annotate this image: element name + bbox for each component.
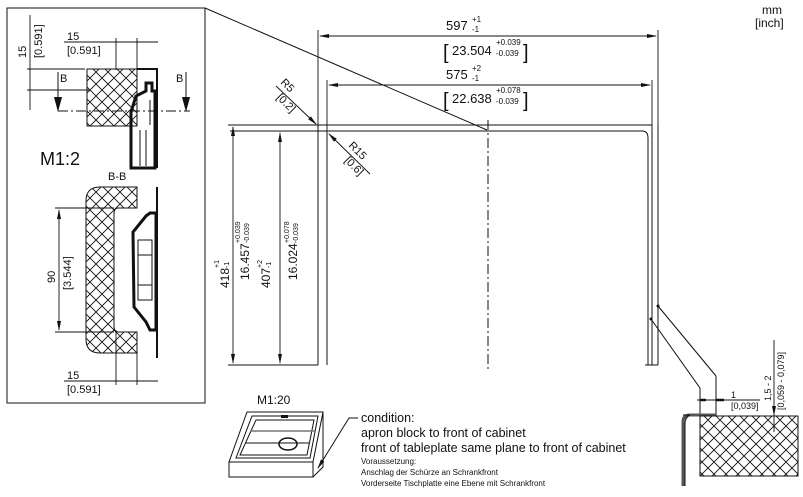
dim-section-height: 90 [3.544] — [46, 207, 114, 333]
dim-width-inner-inch: 22.638 — [452, 91, 492, 106]
dim-height-outer-tol-minus: -1 — [224, 262, 231, 268]
note-de-line-2: Vorderseite Tischplatte eine Ebene mit S… — [361, 479, 546, 488]
dim-height-inner-tol-minus: -1 — [266, 262, 273, 268]
dim-section-height-mm: 90 — [46, 271, 58, 283]
note-de-line-1: Anschlag der Schürze an Schrankfront — [361, 468, 499, 477]
dim-width-outer-inch: 23.504 — [452, 43, 492, 58]
dim-height-outer: 418 +1 -1 16.457 +0.039 -0.039 — [214, 124, 318, 366]
dim-radius-outer: R5 [0.2] — [274, 77, 317, 125]
dim-top-horizontal-inch: [0.591] — [67, 45, 101, 57]
dim-width-inner-tol-minus: -1 — [472, 74, 480, 83]
dim-height-outer-inch-tol-plus: +0.039 — [235, 221, 242, 243]
dim-height-inner-inch-tol-plus: +0.078 — [284, 221, 291, 243]
dim-width-outer-inch-tol-plus: +0.039 — [496, 38, 521, 47]
section-marker-left: B — [60, 73, 67, 85]
dim-top-vertical: 15 [0.591] — [17, 15, 90, 110]
note-en-line-2: front of tableplate same plane to front … — [361, 441, 626, 455]
units-primary: mm — [762, 3, 782, 17]
edge-detail: 1 [0,039] 1,5 - 2 [0,059 - 0,079] — [649, 304, 799, 486]
dim-height-inner: 407 +2 -1 16.024 +0.078 -0.039 — [257, 130, 318, 364]
dim-width-inner-tol-plus: +2 — [472, 64, 482, 73]
note-de-title: Voraussetzung: — [361, 457, 416, 466]
dim-radius-inner: R15 [0.6] — [328, 133, 371, 178]
dim-height-inner-mm: 407 — [259, 268, 273, 288]
dim-height-outer-mm: 418 — [218, 268, 232, 288]
dim-width-outer-inch-tol-minus: -0.039 — [496, 49, 519, 58]
svg-text:[: [ — [443, 42, 449, 64]
detail-leader-line — [204, 7, 488, 131]
dim-width-inner-inch-tol-plus: +0.078 — [496, 86, 521, 95]
drain-icon — [278, 437, 298, 451]
main-front-view: 597 +1 -1 [ 23.504 +0.039 -0.039 ] 575 +… — [214, 15, 659, 370]
section-arrow-right — [182, 97, 190, 112]
dim-top-horizontal-mm: 15 — [67, 31, 79, 43]
dim-height-inner-inch-tol-minus: -0.039 — [293, 223, 300, 243]
dim-bottom-horizontal-inch: [0.591] — [67, 384, 101, 396]
dim-width-outer-tol-minus: -1 — [472, 25, 480, 34]
detail-frame — [6, 7, 206, 404]
dim-section-height-inch: [3.544] — [62, 256, 74, 290]
section-marker-right: B — [176, 73, 183, 85]
dim-height-inner-inch: 16.024 — [286, 243, 300, 280]
dim-height-inner-tol-plus: +2 — [257, 260, 264, 268]
dim-width-inner: 575 +2 -1 [ 22.638 +0.078 -0.039 ] — [326, 64, 653, 131]
dim-top-vertical-mm: 15 — [17, 46, 29, 58]
section-arrow-left — [54, 97, 62, 112]
iso-view: M1:20 — [228, 393, 358, 478]
section-label: B-B — [108, 171, 126, 183]
dim-width-outer-tol-plus: +1 — [472, 15, 482, 24]
dim-depth-mm: 1,5 - 2 — [763, 375, 773, 401]
dim-top-horizontal: 15 [0.591] — [64, 31, 158, 70]
iso-scale-label: M1:20 — [257, 393, 291, 407]
dim-width-outer-mm: 597 — [446, 18, 468, 33]
note-en-title: condition: — [361, 411, 415, 425]
dim-top-vertical-inch: [0.591] — [33, 24, 45, 58]
detail-scale-label: M1:2 — [40, 149, 80, 169]
dim-width-inner-inch-tol-minus: -0.039 — [496, 97, 519, 106]
dim-depth: 1,5 - 2 [0,059 - 0,079] — [763, 340, 786, 432]
dim-width-outer: 597 +1 -1 [ 23.504 +0.039 -0.039 ] — [317, 15, 659, 125]
dim-height-outer-inch: 16.457 — [238, 243, 252, 280]
dim-gap-inch: [0,039] — [731, 401, 759, 411]
dim-bottom-horizontal-mm: 15 — [67, 370, 79, 382]
mounting-profile-top — [129, 81, 157, 170]
dim-height-outer-inch-tol-minus: -0.039 — [244, 223, 251, 243]
sink-inner-edge — [230, 130, 649, 365]
note-en-line-1: apron block to front of cabinet — [361, 426, 526, 440]
note-leader-line — [317, 417, 358, 469]
dim-depth-inch: [0,059 - 0,079] — [776, 352, 786, 410]
dim-height-outer-tol-plus: +1 — [214, 260, 221, 268]
installation-notes: condition: apron block to front of cabin… — [361, 411, 626, 488]
dim-width-inner-mm: 575 — [446, 67, 468, 82]
svg-text:]: ] — [523, 42, 529, 64]
svg-text:[: [ — [443, 90, 449, 112]
dim-gap-mm: 1 — [731, 390, 736, 400]
svg-text:597: 597 — [446, 18, 468, 33]
units-secondary: [inch] — [755, 16, 784, 30]
svg-text:]: ] — [523, 90, 529, 112]
apron-section-bb — [85, 186, 138, 354]
dim-bottom-horizontal: 15 [0.591] — [64, 330, 158, 396]
mounting-profile-bb — [131, 211, 158, 332]
countertop-section — [699, 415, 799, 477]
detail-view: 15 [0.591] 15 [0.591] B B M1:2 B-B — [6, 7, 206, 404]
dim-radius-outer-inch: [0.2] — [274, 92, 298, 116]
dim-gap: 1 [0,039] — [697, 390, 760, 411]
